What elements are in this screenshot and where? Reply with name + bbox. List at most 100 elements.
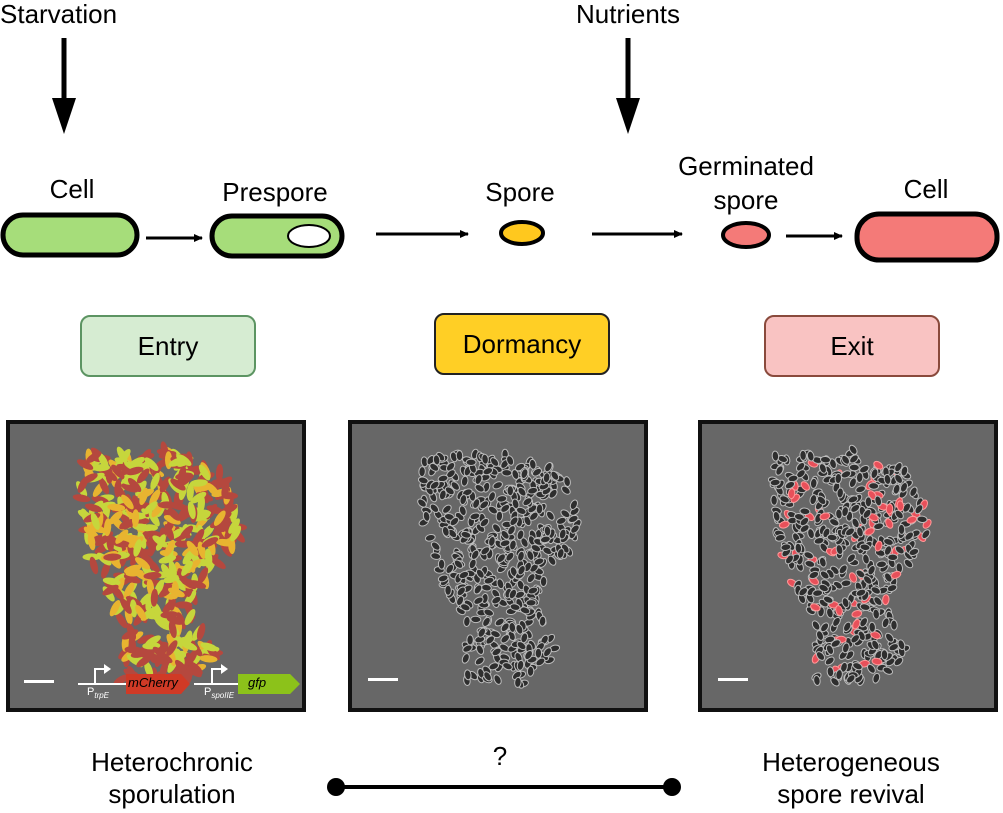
spore-mark (453, 559, 464, 569)
spore-mark (481, 453, 489, 465)
spore-mark (830, 639, 841, 648)
germinated-spore-shape (721, 221, 771, 249)
cell-mark (193, 528, 205, 545)
spore-mark (538, 615, 547, 627)
spore-mark (509, 603, 521, 611)
spore-mark (890, 619, 898, 631)
spore-mark (516, 506, 527, 515)
spore-mark (769, 478, 781, 487)
spore-mark (475, 644, 485, 655)
spore-mark (855, 485, 866, 494)
cell-mark (166, 507, 181, 521)
cell-mark (177, 465, 187, 484)
spore-mark (516, 659, 525, 671)
spore-mark (815, 651, 826, 661)
promoter-2-letter: P (204, 686, 212, 698)
spore-mark (479, 517, 490, 528)
spore-mark (430, 541, 441, 551)
spore-mark (864, 496, 873, 508)
cell-mark (135, 604, 147, 621)
construct-line-2 (194, 683, 240, 685)
spore-mark (429, 503, 440, 513)
spore-mark (449, 516, 460, 527)
spore-mark (544, 461, 553, 473)
spore-mark (437, 558, 446, 570)
promoter-1-sub: trpE (94, 691, 110, 701)
cell-mark (123, 582, 135, 599)
construct-diagram: PtrpE mCherry PspoIIE gfp (78, 664, 300, 704)
spore-mark (442, 504, 452, 514)
spore-mark (535, 503, 544, 515)
spore-mark (460, 530, 472, 539)
cell-mark (136, 468, 150, 484)
spore-mark (909, 486, 918, 497)
spore-mark (873, 596, 883, 606)
spore-mark (816, 630, 824, 641)
cell-mark (121, 483, 139, 493)
spore-mark (555, 516, 567, 525)
spore-mark (473, 596, 484, 605)
spore-mark (780, 543, 792, 551)
spore-mark (459, 494, 468, 506)
spore-mark (526, 665, 535, 677)
spore-mark (822, 595, 834, 604)
spore-mark (862, 553, 870, 565)
cell-mark (163, 514, 181, 525)
spore-mark (499, 539, 511, 548)
cell-mark (206, 482, 220, 497)
spore-mark (848, 444, 858, 455)
cell-mark (98, 477, 110, 495)
spore-mark (517, 550, 525, 562)
spore-mark (458, 570, 470, 580)
cell-mark (198, 464, 211, 481)
spore-mark (799, 507, 811, 516)
cell-mark (188, 580, 207, 589)
cell-mark (125, 466, 144, 476)
spore-mark (500, 622, 510, 633)
spore-mark (882, 666, 894, 675)
spore-mark (438, 489, 447, 501)
spore-mark (462, 488, 473, 497)
cell-mark (150, 472, 160, 490)
spore-mark (422, 510, 431, 522)
cell-mark (184, 609, 196, 626)
cell-mark (127, 545, 138, 562)
promoter-arrow-2-head (221, 664, 228, 674)
starvation-arrow (52, 38, 76, 134)
cell-mark (164, 539, 175, 557)
spore-mark (507, 525, 516, 536)
spore-mark (852, 618, 861, 630)
heterogeneous-revival-label: Heterogeneous spore revival (762, 747, 940, 809)
spore-mark (475, 568, 485, 579)
nutrients-arrow (616, 38, 640, 134)
spore-mark (491, 647, 502, 657)
spore-mark (883, 545, 893, 556)
spore-mark (563, 476, 571, 488)
cell-mark (159, 476, 171, 493)
spore-mark (460, 603, 471, 612)
spore-mark (472, 498, 481, 509)
cell-mark (181, 560, 193, 576)
spore-mark (570, 524, 580, 534)
spore-mark (429, 480, 440, 490)
cell-end-label: Cell (903, 174, 949, 204)
spore-mark (863, 575, 873, 585)
spore-mark (871, 657, 883, 666)
promoter-arrow-1 (94, 668, 106, 684)
spore-mark (899, 482, 909, 493)
cell-mark (193, 509, 212, 517)
spore-mark (855, 472, 864, 483)
spore-mark (896, 500, 905, 512)
promoter-arrow-1-head (104, 664, 111, 674)
entry-box: Entry (80, 315, 256, 377)
spore-label: Spore (485, 177, 555, 207)
spore-mark (807, 528, 815, 540)
spore-mark (464, 669, 472, 681)
spore-mark (893, 656, 904, 667)
spore-mark (501, 469, 513, 477)
spore-mark (487, 505, 498, 515)
spore-mark (530, 544, 542, 553)
spore-mark (543, 647, 552, 658)
spore-mark (441, 525, 450, 537)
